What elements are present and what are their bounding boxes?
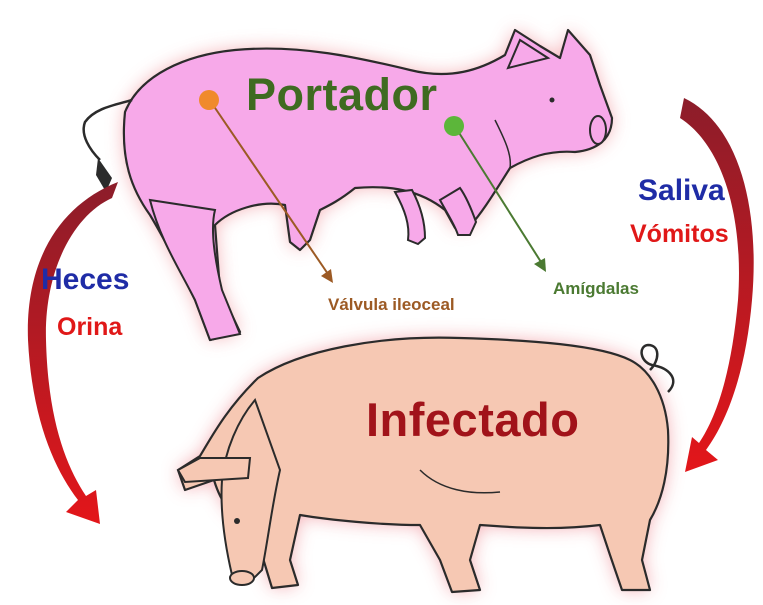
tonsil-site-dot [444, 116, 464, 136]
route-saliva-label: Saliva [638, 174, 725, 207]
carrier-label: Portador [246, 69, 438, 120]
valve-pointer-line [210, 101, 329, 275]
tonsil-pointer-arrowhead [534, 258, 546, 272]
carrier-pig [82, 28, 614, 342]
arrow-left-route [27, 182, 118, 524]
carrier-pig-rear-leg [148, 198, 242, 342]
carrier-pig-eye [549, 97, 555, 103]
ileocecal-valve-label: Válvula ileoceal [328, 295, 455, 314]
infected-pig-head [220, 398, 282, 584]
infected-pig-belly-line [419, 469, 501, 494]
infected-label: Infectado [366, 393, 580, 446]
carrier-pig-front-leg [438, 186, 478, 236]
carrier-pig-tail [82, 98, 133, 161]
infected-pig-snout [229, 570, 255, 586]
valve-site-dot [199, 90, 219, 110]
arrow-left-body [27, 182, 118, 524]
infected-pig-eye [234, 518, 240, 524]
carrier-pig-ear [506, 38, 551, 70]
carrier-pig-wrinkle [494, 119, 512, 169]
carrier-pig-tail-tip [96, 158, 112, 192]
valve-pointer-arrowhead [321, 269, 333, 283]
arrow-right-body [680, 98, 754, 472]
carrier-pig-snout [589, 115, 607, 145]
infected-pig-ear [176, 457, 252, 484]
route-urine-label: Orina [57, 313, 123, 341]
infected-pig [176, 336, 675, 594]
infected-pig-tail [640, 343, 675, 393]
tonsils-label: Amígdalas [553, 279, 639, 298]
route-feces-label: Heces [41, 263, 130, 296]
carrier-pig-front-leg-2 [393, 188, 427, 246]
tonsil-pointer-line [455, 127, 542, 263]
arrow-right-route [680, 98, 754, 472]
route-vomit-label: Vómitos [630, 220, 729, 248]
